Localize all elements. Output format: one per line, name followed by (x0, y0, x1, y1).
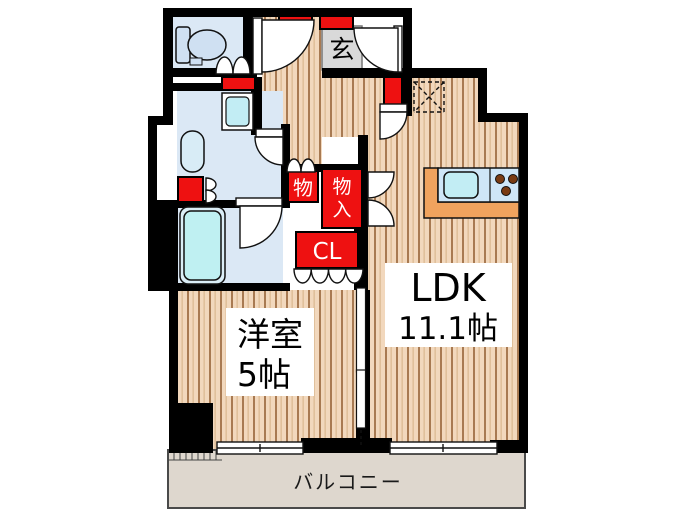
storage-closet-door-bottom (367, 199, 395, 227)
bathtub (183, 210, 222, 281)
hall-door-swing (261, 19, 315, 73)
stove-burner-1 (495, 174, 505, 184)
toilet-control (189, 57, 203, 66)
storage-closet-block (321, 168, 363, 229)
washing-machine-space (180, 130, 205, 173)
stove-burner-3 (501, 186, 511, 196)
sliding-door-panel (355, 287, 367, 373)
linen-folding-door (205, 189, 217, 204)
refrigerator-space (413, 81, 445, 113)
hall-door-leaf (252, 17, 263, 75)
closet-block (295, 231, 359, 269)
labels: LDK 11.1帖 洋室 5帖 バルコニー 玄 物 物 入 CL (226, 35, 512, 494)
stove-burner-2 (508, 174, 518, 184)
washroom-door-swing (254, 136, 284, 166)
bathroom-door-leaf (235, 197, 283, 207)
western-room-label: 洋室 (237, 315, 303, 354)
ldk-door-leaf (379, 103, 408, 113)
sliding-door-panel (355, 369, 367, 429)
linen-storage-block (177, 176, 204, 203)
cabinet-block (221, 76, 256, 91)
balcony-deck (167, 449, 526, 509)
ldk-size-label: 11.1帖 (398, 311, 498, 347)
walls (148, 8, 528, 453)
fixtures (175, 26, 520, 285)
meter-box-2 (319, 15, 354, 30)
storage-closet-label-2: 入 (332, 199, 351, 221)
storage-label: 物 (293, 176, 313, 200)
toilet-bowl (187, 29, 227, 61)
ldk-door-swing (379, 111, 408, 140)
toilet-folding-door (232, 56, 251, 75)
entrance-label: 玄 (329, 35, 354, 64)
storage-folding-door (300, 158, 316, 173)
western-room-label-box (226, 308, 314, 396)
washroom-door-leaf (255, 128, 284, 138)
balcony-area (167, 449, 526, 509)
storage-closet-door-top (367, 171, 395, 199)
ldk-label: LDK (410, 266, 486, 310)
bathroom-door-swing (239, 205, 283, 249)
entrance-door-swing (353, 27, 399, 73)
doors (205, 17, 498, 455)
ldk-label-box (385, 263, 512, 347)
storage-closet-label-1: 物 (332, 176, 351, 198)
kitchen-sink (443, 171, 479, 199)
closet-folding-door (344, 268, 364, 284)
western-room-size-label: 5帖 (237, 355, 291, 394)
closet-label: CL (313, 239, 342, 265)
washbasin-bowl (225, 96, 250, 127)
balcony-label: バルコニー (293, 470, 403, 494)
